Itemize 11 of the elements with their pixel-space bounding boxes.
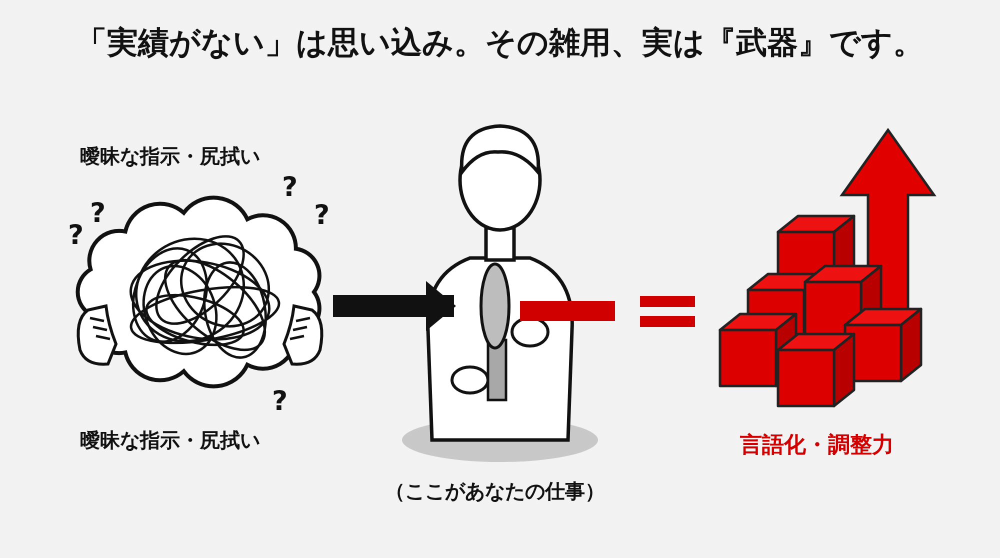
- arrow: [333, 281, 456, 331]
- role-caption: （ここがあなたの仕事）: [385, 478, 605, 505]
- problem-caption: 曖昧な指示・尻拭い: [80, 143, 260, 170]
- problem-caption: 曖昧な指示・尻拭い: [80, 427, 260, 454]
- question-mark: ?: [282, 172, 298, 203]
- title-heading: 「実績がない」は思い込み。その雑用、実は『武器』です。: [75, 24, 925, 63]
- question-mark: ?: [68, 220, 84, 251]
- question-mark: ?: [90, 198, 106, 229]
- question-mark: ?: [272, 386, 288, 417]
- question-mark: ?: [314, 200, 330, 231]
- result-caption: 言語化・調整力: [740, 432, 894, 460]
